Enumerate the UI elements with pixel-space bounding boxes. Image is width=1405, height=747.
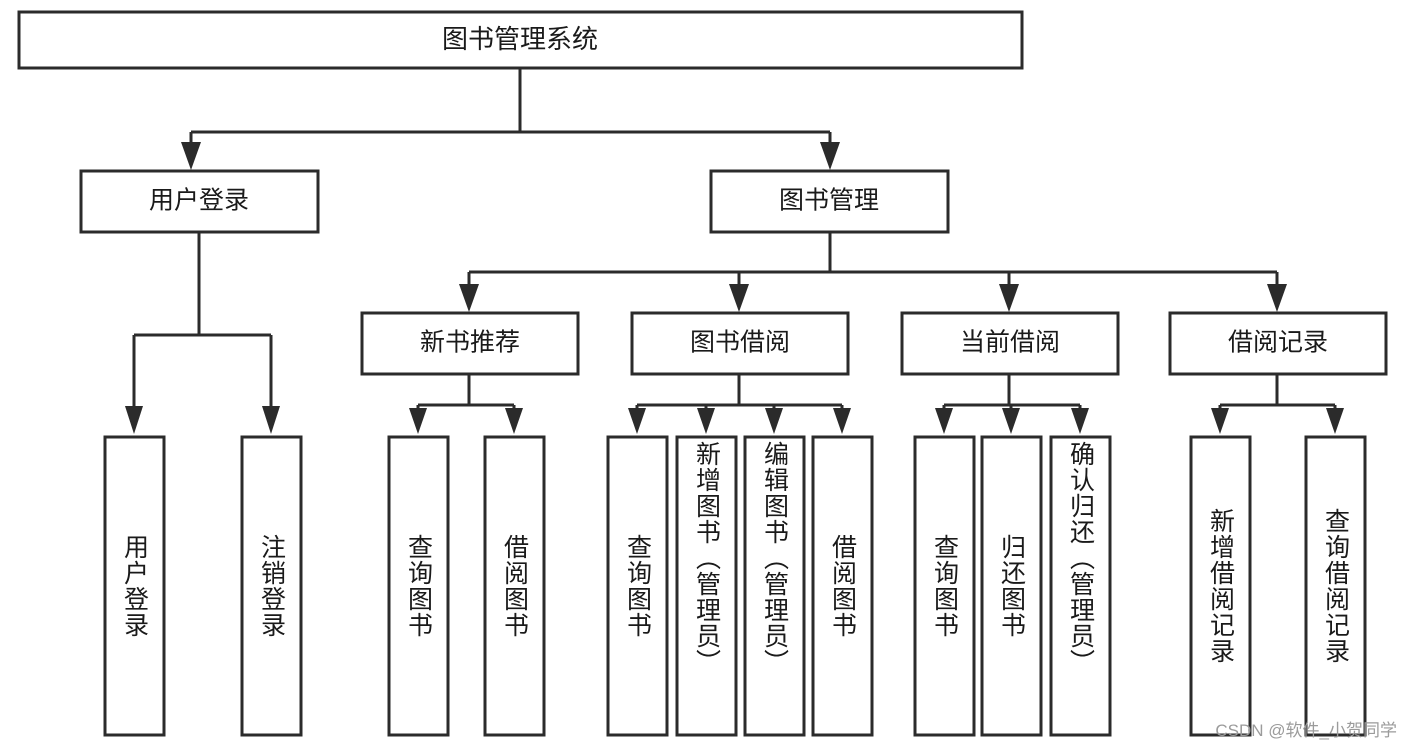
leaf-box-query-book-1[interactable] — [387, 435, 450, 737]
node-current-borrow-box[interactable] — [900, 311, 1120, 376]
arrow-head-book-borrow — [729, 284, 749, 312]
node-book-manage-box[interactable] — [709, 169, 950, 234]
node-user-login-box[interactable] — [79, 169, 320, 234]
arrow-head-leaf-user-login — [125, 406, 143, 434]
node-current-borrow[interactable]: 当前借阅 — [900, 311, 1120, 376]
node-new-book-recommend[interactable]: 新书推荐 — [360, 311, 580, 376]
arrow-head-new-book-recommend — [459, 284, 479, 312]
leaf-box-edit-book[interactable] — [743, 435, 806, 737]
leaf-box-query-record[interactable] — [1304, 435, 1367, 737]
leaf-group-book-borrow — [606, 435, 874, 737]
node-book-manage-label: 图书管理 — [779, 187, 879, 215]
arrow-head-leaf-logout — [262, 406, 280, 434]
leaf-box-user-login[interactable] — [103, 435, 166, 737]
connector-group-user-login-children — [125, 232, 280, 434]
arrow-head-leaf-add-record — [1211, 408, 1229, 434]
node-book-borrow-label: 图书借阅 — [690, 329, 790, 357]
leaf-box-query-book-3[interactable] — [913, 435, 976, 737]
arrow-head-leaf-confirm-return — [1071, 408, 1089, 434]
arrow-head-book-manage — [820, 142, 840, 170]
leaf-box-borrow-book-2[interactable] — [811, 435, 874, 737]
leaf-box-add-record[interactable] — [1189, 435, 1252, 737]
node-new-book-recommend-box[interactable] — [360, 311, 580, 376]
leaf-box-add-book[interactable] — [675, 435, 738, 737]
leaf-box-confirm-return[interactable] — [1049, 435, 1112, 737]
node-book-borrow-box[interactable] — [630, 311, 850, 376]
arrow-head-user-login — [181, 142, 201, 170]
arrow-head-leaf-query-book-1 — [409, 408, 427, 434]
leaf-box-query-book-2[interactable] — [606, 435, 669, 737]
leaf-box-logout[interactable] — [240, 435, 303, 737]
leaf-box-borrow-book-1[interactable] — [483, 435, 546, 737]
node-borrow-record-label: 借阅记录 — [1228, 329, 1328, 357]
node-book-borrow[interactable]: 图书借阅 — [630, 311, 850, 376]
arrow-head-current-borrow — [999, 284, 1019, 312]
arrow-head-leaf-borrow-book-2 — [833, 408, 851, 434]
arrow-head-leaf-query-book-2 — [628, 408, 646, 434]
arrow-head-leaf-query-book-3 — [935, 408, 953, 434]
leaf-box-return-book[interactable] — [980, 435, 1043, 737]
node-new-book-recommend-label: 新书推荐 — [420, 329, 520, 357]
node-root-box[interactable] — [17, 10, 1024, 70]
arrow-head-leaf-edit-book — [765, 408, 783, 434]
connector-group-book-manage-children — [459, 232, 1287, 312]
connector-group-book-borrow-children — [628, 374, 851, 434]
arrow-head-leaf-borrow-book-1 — [505, 408, 523, 434]
node-current-borrow-label: 当前借阅 — [960, 329, 1060, 357]
arrow-head-borrow-record — [1267, 284, 1287, 312]
arrow-head-leaf-query-record — [1326, 408, 1344, 434]
arrow-head-leaf-return-book — [1002, 408, 1020, 434]
node-borrow-record-box[interactable] — [1168, 311, 1388, 376]
connector-group-borrow-record-children — [1211, 374, 1344, 434]
leaf-group-user-login — [103, 435, 303, 737]
connector-group-root-to-level2 — [181, 68, 840, 170]
connector-group-new-book-recommend-children — [409, 374, 523, 434]
leaf-group-current-borrow — [913, 435, 1112, 737]
node-borrow-record[interactable]: 借阅记录 — [1168, 311, 1388, 376]
connector-group-current-borrow-children — [935, 374, 1089, 434]
node-user-login[interactable]: 用户登录 — [79, 169, 320, 234]
leaf-group-borrow-record — [1189, 435, 1367, 737]
node-book-manage[interactable]: 图书管理 — [709, 169, 950, 234]
leaf-group-new-book-recommend — [387, 435, 546, 737]
node-user-login-label: 用户登录 — [149, 187, 249, 215]
arrow-head-leaf-add-book — [697, 408, 715, 434]
node-root-label: 图书管理系统 — [442, 24, 598, 54]
node-root[interactable]: 图书管理系统 — [17, 10, 1024, 70]
